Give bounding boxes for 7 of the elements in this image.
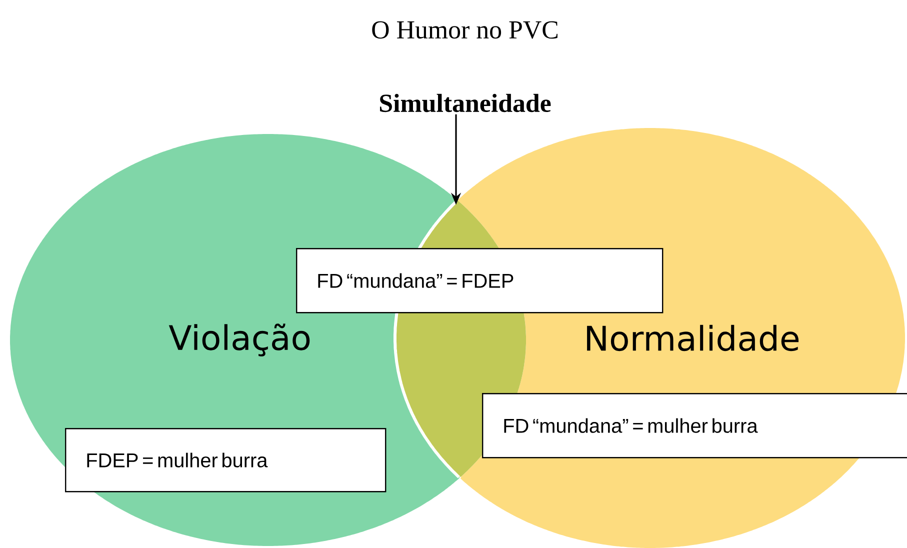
text-box: FDEP = mulher burra bbox=[65, 428, 386, 492]
circle-label: Normalidade bbox=[587, 324, 799, 352]
circle-label: Violação bbox=[168, 324, 310, 356]
text-box: FD “mundana” = mulher burra bbox=[482, 393, 907, 458]
heading-text: Simultaneidade bbox=[380, 94, 551, 112]
text-box: FD “mundana” = FDEP bbox=[296, 248, 664, 314]
title: O Humor no PVC bbox=[372, 21, 558, 39]
